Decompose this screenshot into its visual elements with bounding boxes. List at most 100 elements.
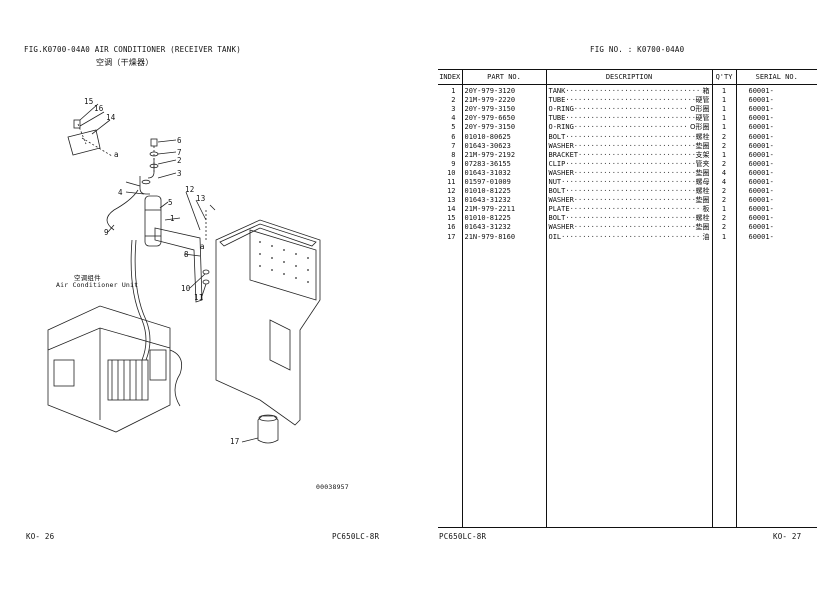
cell-part-no: 01010-81225 [461,187,546,197]
cell-index: 12 [447,187,456,196]
pipe [130,239,147,361]
plate-14 [67,129,101,156]
header-part-no: PART NO. [461,69,546,85]
leader-dots: ········································… [565,132,694,141]
leader-dots: ········································… [573,123,689,132]
desc-cn: 螺栓 [695,214,710,223]
cell-description: TUBE····································… [545,96,712,106]
callout-3: 3 [177,169,182,178]
leader-dots: ········································… [569,205,702,214]
cell-serial: 60001- [735,123,817,133]
cell-index: 17 [447,232,456,241]
cell-index: 13 [447,196,456,205]
cell-qty: 1 [711,205,736,215]
cell-index: 16 [447,223,456,232]
cell-part-no: 01643-30623 [461,141,546,151]
desc-en: O-RING [548,123,574,132]
cell-part-no: 21N-979-8160 [461,232,546,242]
desc-cn: 硬管 [695,114,710,123]
leader-dots: ········································… [565,114,694,123]
cell-part-no: 01010-81225 [461,214,546,224]
cell-description: BOLT····································… [545,214,712,224]
leader-dots: ········································… [565,214,694,223]
nut-11 [202,279,210,285]
callout-8: 8 [184,250,189,259]
desc-cn: 管夹 [695,159,710,168]
cell-description: TANK····································… [545,84,712,97]
cell-serial: 60001- [735,187,817,197]
drawing-number: 00038957 [316,483,349,491]
cell-serial: 60001- [735,177,817,188]
cell-description: WASHER··································… [545,196,712,206]
cell-description: WASHER··································… [545,168,712,178]
desc-cn: 垫圈 [695,168,710,177]
desc-cn: 螺栓 [695,187,710,196]
desc-en: BOLT [548,132,566,141]
receiver-tank-1 [144,195,162,247]
cell-part-no: 01643-31232 [461,196,546,206]
cell-part-no: 01643-31232 [461,223,546,233]
desc-en: O-RING [548,105,574,114]
cell-serial: 60001- [735,205,817,215]
desc-en: TUBE [548,114,566,123]
cell-index: 14 [447,205,456,214]
leader-dots: ········································… [565,96,694,105]
cell-part-no: 07283-36155 [461,159,546,169]
cell-qty: 1 [711,150,736,160]
cell-description: BRACKET·································… [545,150,712,160]
cell-description: NUT·····································… [545,177,712,188]
cell-qty: 2 [711,141,736,151]
cell-qty: 2 [711,214,736,224]
unit-label-cn: 空调组件 [74,274,101,282]
cell-description: BOLT····································… [545,132,712,142]
cell-index: 1 [451,87,456,96]
cell-serial: 60001- [735,223,817,233]
fig-title: FIG.K0700-04A0 AIR CONDITIONER (RECEIVER… [24,45,241,54]
cell-part-no: 01010-80625 [461,132,546,142]
cell-description: TUBE····································… [545,114,712,124]
machine-panel [215,219,321,426]
callout-16: 16 [94,104,104,113]
cell-qty: 1 [711,232,736,242]
callout-13: 13 [196,194,206,203]
callout-a: a [114,150,119,159]
desc-en: WASHER [548,196,574,205]
cell-part-no: 20Y-979-6650 [461,114,546,124]
callout-12: 12 [185,185,195,194]
tube-2 [147,158,155,179]
oil-bottle-17 [257,415,279,444]
cell-index: 9 [451,159,456,168]
leader-dots: ········································… [565,187,694,196]
cell-serial: 60001- [735,159,817,169]
leader-dots: ········································… [573,141,695,150]
desc-en: TUBE [548,96,566,105]
callout-7: 7 [177,148,182,157]
left-model: PC650LC-8R [332,532,380,541]
left-page-number: KO- 26 [26,532,55,541]
cell-qty: 2 [711,159,736,169]
leader-dots: ········································… [573,168,695,177]
callout-15: 15 [84,97,94,106]
callout-2: 2 [177,156,182,165]
callout-17: 17 [230,437,240,446]
callout-14: 14 [106,113,116,122]
cell-index: 2 [451,96,456,105]
cell-description: OIL·····································… [545,232,712,242]
callout-1: 1 [170,214,175,223]
cell-serial: 60001- [735,150,817,160]
leader-dots: ········································… [561,232,701,241]
o-ring-3 [149,163,159,169]
leader-dots: ········································… [573,196,695,205]
desc-en: BRACKET [548,150,579,159]
cell-index: 10 [447,168,456,177]
table-header-row: INDEX PART NO. DESCRIPTION Q'TY SERIAL N… [438,69,817,85]
cell-serial: 60001- [735,168,817,178]
cell-description: O-RING··································… [545,105,712,115]
leader-dots: ········································… [561,177,694,186]
